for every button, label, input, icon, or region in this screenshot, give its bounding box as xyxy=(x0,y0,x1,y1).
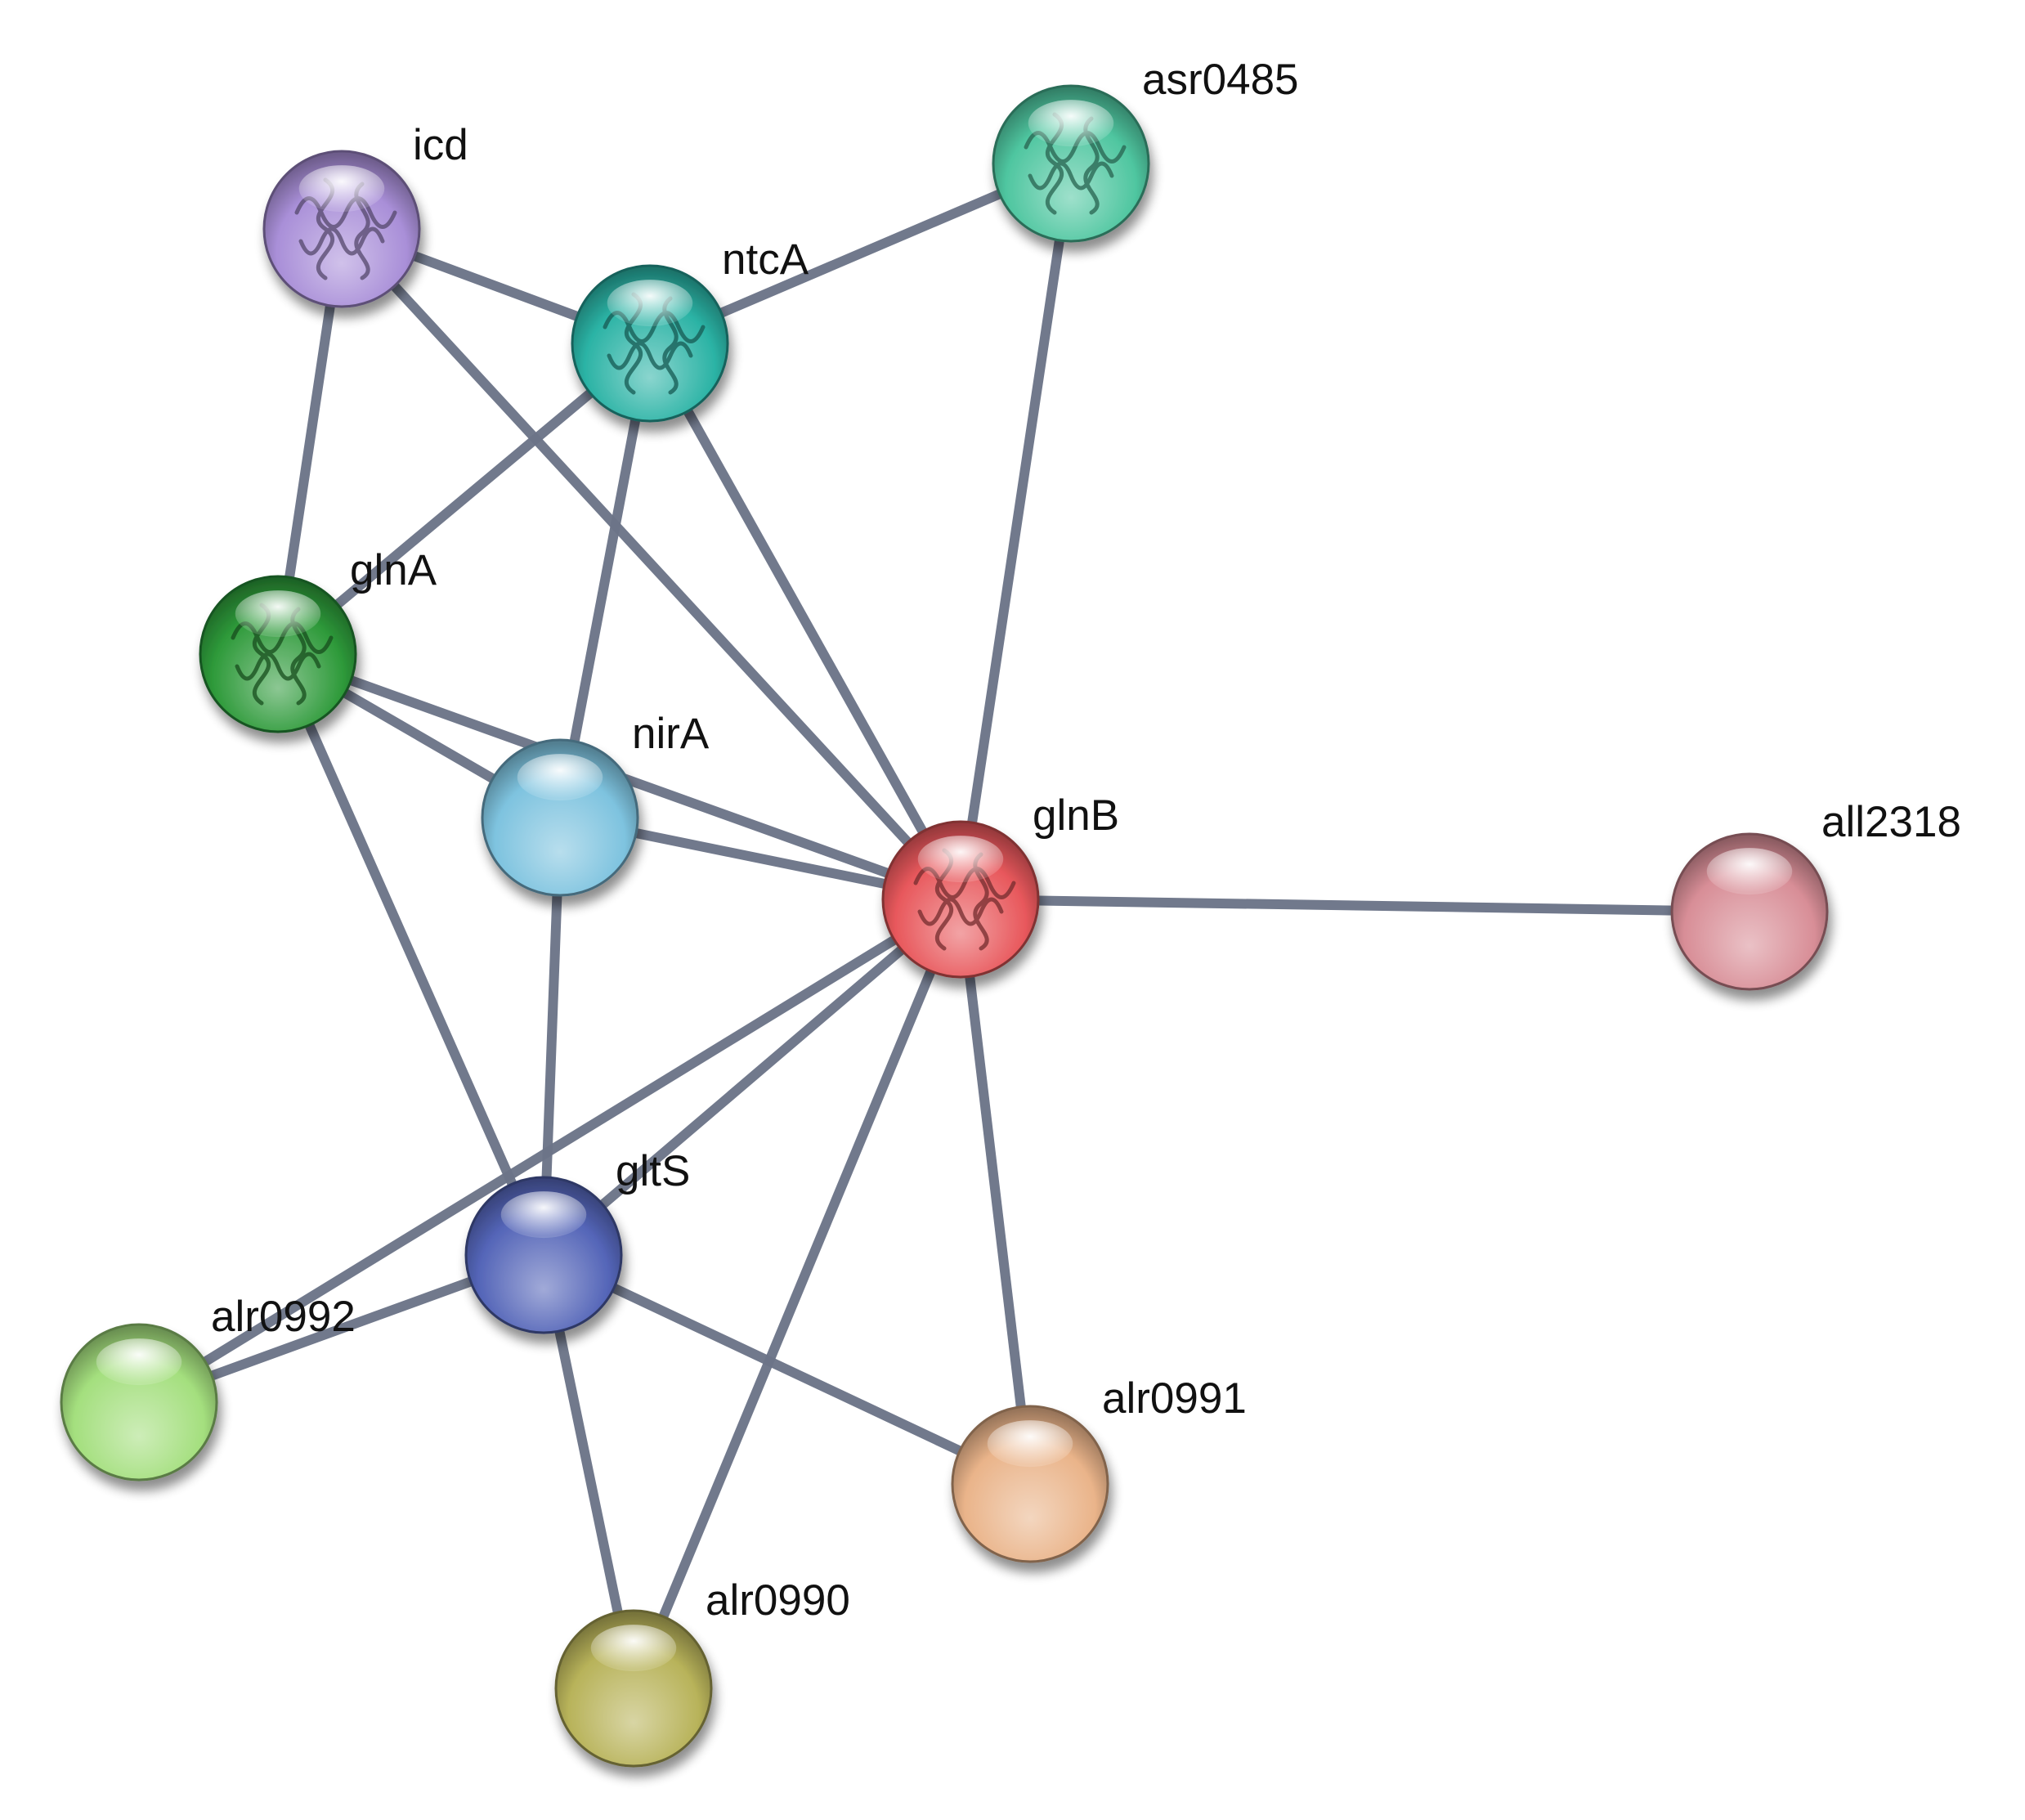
node-ntcA[interactable]: ntcA xyxy=(571,235,809,423)
node-alr0991[interactable]: alr0991 xyxy=(951,1374,1247,1563)
node-label-gltS: gltS xyxy=(616,1147,690,1195)
node-label-alr0990: alr0990 xyxy=(706,1576,850,1625)
node-gloss xyxy=(235,590,321,638)
node-asr0485[interactable]: asr0485 xyxy=(992,56,1299,243)
node-label-all2318: all2318 xyxy=(1821,798,1961,846)
edge-ntcA-nirA xyxy=(555,342,655,819)
node-label-icd: icd xyxy=(413,121,468,169)
edge-glnA-gltS xyxy=(273,652,549,1257)
node-all2318[interactable]: all2318 xyxy=(1670,798,1961,991)
node-gltS[interactable]: gltS xyxy=(464,1147,690,1334)
node-gloss xyxy=(1028,100,1114,147)
edge-ntcA-glnB xyxy=(645,341,965,902)
node-label-ntcA: ntcA xyxy=(722,235,809,284)
node-gloss xyxy=(987,1420,1073,1468)
node-glnB[interactable]: glnB xyxy=(881,791,1119,979)
node-gloss xyxy=(96,1338,182,1386)
node-icd[interactable]: icd xyxy=(262,121,468,308)
node-gloss xyxy=(1706,848,1793,895)
edge-glnB-all2318 xyxy=(960,894,1750,917)
edge-icd-glnB xyxy=(338,225,965,903)
node-label-alr0991: alr0991 xyxy=(1102,1374,1247,1423)
node-label-alr0992: alr0992 xyxy=(211,1293,356,1341)
edge-glnB-alr0991 xyxy=(956,899,1035,1485)
edge-asr0485-glnB xyxy=(956,163,1076,900)
node-label-glnA: glnA xyxy=(350,546,437,594)
node-alr0990[interactable]: alr0990 xyxy=(554,1576,850,1768)
node-glnA[interactable]: glnA xyxy=(199,546,437,733)
edge-glnB-alr0992 xyxy=(136,894,964,1407)
node-gloss xyxy=(590,1625,677,1672)
node-label-asr0485: asr0485 xyxy=(1142,56,1299,104)
node-alr0992[interactable]: alr0992 xyxy=(60,1293,356,1482)
edge-glnB-alr0990 xyxy=(629,897,965,1691)
edge-gltS-alr0991 xyxy=(541,1250,1033,1489)
node-gloss xyxy=(500,1191,587,1239)
edge-glnB-gltS xyxy=(540,895,964,1259)
node-gloss xyxy=(298,165,385,213)
node-label-glnB: glnB xyxy=(1033,791,1119,840)
node-gloss xyxy=(517,754,603,801)
node-nirA[interactable]: nirA xyxy=(481,710,710,897)
edge-ntcA-glnA xyxy=(275,339,653,658)
node-gloss xyxy=(607,280,693,327)
nodes-layer: icd ntcA asr0485 glnA nirA glnB all2318 gltS alr… xyxy=(60,56,1961,1768)
node-gloss xyxy=(917,836,1004,883)
node-label-nirA: nirA xyxy=(632,710,710,758)
